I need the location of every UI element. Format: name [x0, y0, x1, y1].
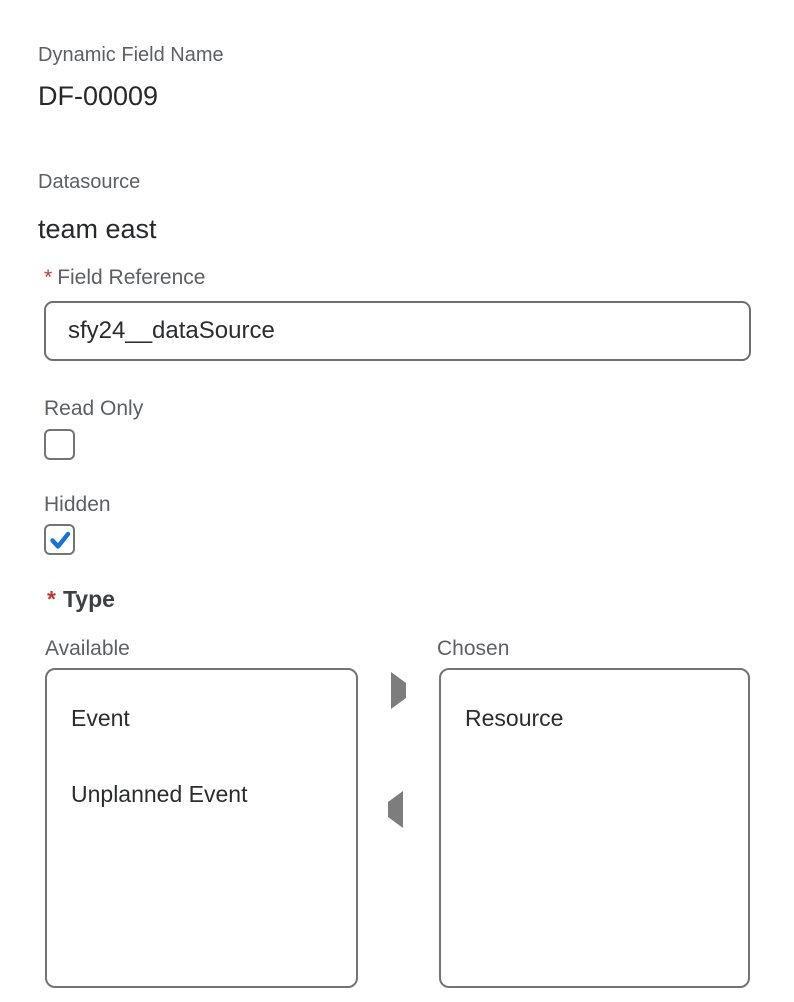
type-label: *Type [47, 586, 115, 613]
chosen-option-resource[interactable]: Resource [465, 705, 564, 731]
chosen-listbox: Resource [439, 668, 750, 988]
field-reference-input[interactable] [44, 301, 751, 361]
dynamic-field-name-label: Dynamic Field Name [38, 44, 224, 66]
field-reference-label: *Field Reference [44, 265, 205, 290]
required-asterisk-icon: * [44, 266, 53, 289]
left-arrow-icon [388, 791, 403, 828]
available-label: Available [45, 637, 130, 660]
right-arrow-icon [391, 672, 406, 709]
available-option-unplanned-event[interactable]: Unplanned Event [71, 781, 248, 807]
checkmark-icon [49, 531, 70, 549]
hidden-checkbox[interactable] [44, 524, 75, 555]
read-only-label: Read Only [44, 397, 144, 420]
datasource-label: Datasource [38, 171, 141, 193]
chosen-label: Chosen [437, 637, 510, 660]
read-only-checkbox[interactable] [44, 429, 75, 460]
available-listbox: Event Unplanned Event [45, 668, 358, 988]
hidden-label: Hidden [44, 493, 111, 516]
dynamic-field-name-value: DF-00009 [38, 81, 159, 111]
available-option-event[interactable]: Event [71, 705, 130, 731]
datasource-value: team east [38, 214, 157, 244]
required-asterisk-icon: * [47, 586, 56, 612]
type-label-text: Type [62, 586, 115, 612]
field-reference-label-text: Field Reference [57, 266, 206, 289]
